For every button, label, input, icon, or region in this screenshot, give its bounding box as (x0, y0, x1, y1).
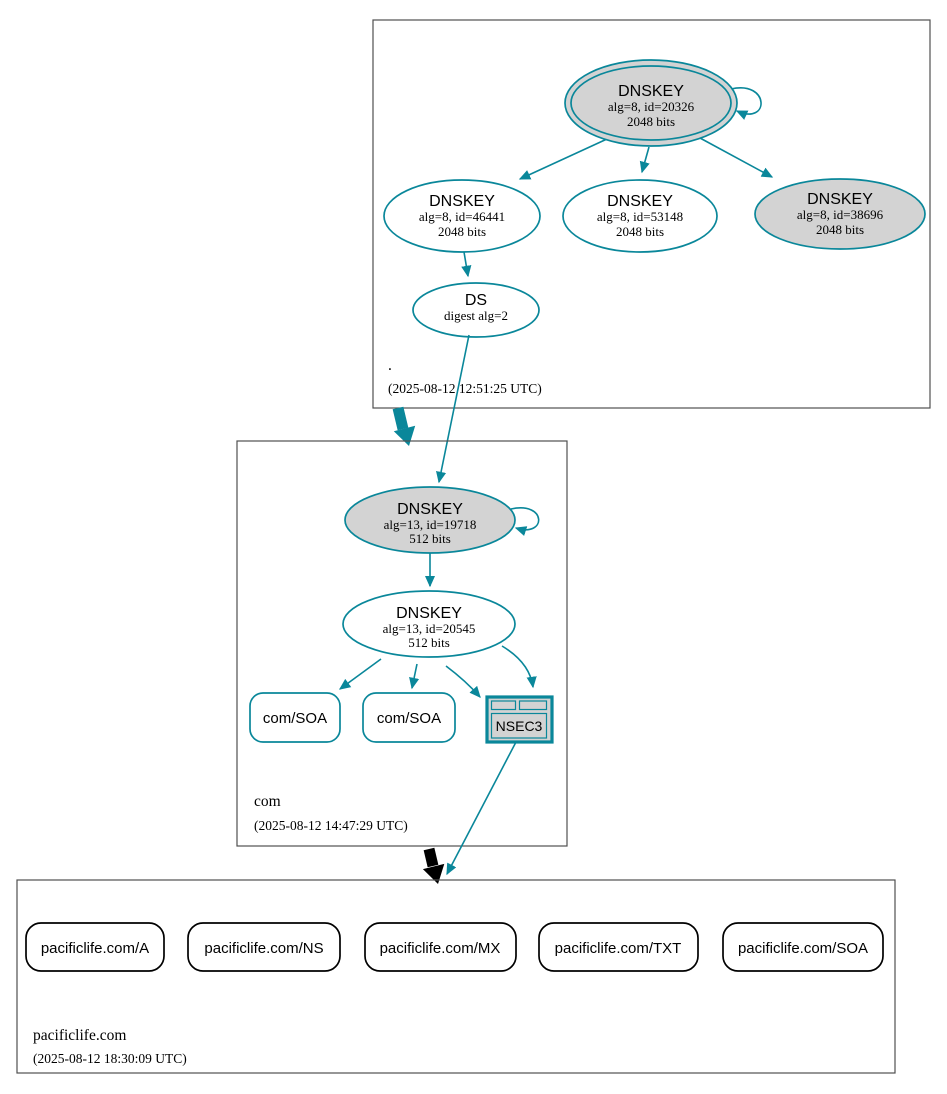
node-com-nsec3[interactable]: NSEC3 (485, 695, 554, 744)
root-key46441-size: 2048 bits (438, 224, 486, 239)
root-key53148-ellipse (562, 179, 718, 253)
edge-root-ksk-self-sign (730, 87, 762, 120)
com-soa2-label: com/SOA (377, 710, 441, 727)
root-ksk-detail: alg=8, id=20326 (608, 99, 695, 114)
com-ksk-ellipse (344, 486, 516, 554)
edge-com-zsk-to-soa1 (338, 658, 382, 690)
root-key38696-ellipse (754, 178, 926, 250)
edge-com-zsk-to-soa2 (409, 663, 420, 690)
zone-label-root: . (388, 357, 392, 374)
edge-root-ksk-to-key53148 (639, 146, 650, 174)
edge-com-zsk-to-nsec3-right (501, 645, 537, 689)
root-ds-ellipse (412, 282, 540, 338)
pacificlife-mx-label: pacificlife.com/MX (380, 940, 501, 957)
node-root-ds[interactable]: DS digest alg=2 (412, 282, 540, 338)
pacificlife-ns-label: pacificlife.com/NS (204, 940, 323, 957)
nsec3-label-cell (490, 712, 548, 739)
edge-com-ksk-self-sign (510, 507, 540, 537)
zone-timestamp-pacificlife: (2025-08-12 18:30:09 UTC) (33, 1051, 187, 1066)
zone-label-pacificlife: pacificlife.com (33, 1027, 126, 1044)
node-pacificlife-ns[interactable]: pacificlife.com/NS (187, 922, 341, 972)
zone-box-root (372, 19, 931, 409)
com-zsk-title: DNSKEY (396, 605, 462, 622)
root-key46441-ellipse (383, 179, 541, 253)
root-key46441-title: DNSKEY (429, 193, 495, 210)
delegation-arrow-root-com-shaft (392, 406, 409, 431)
root-key38696-size: 2048 bits (816, 222, 864, 237)
root-key46441-detail: alg=8, id=46441 (419, 209, 505, 224)
root-key53148-detail: alg=8, id=53148 (597, 209, 683, 224)
node-root-dnskey-20326[interactable]: DNSKEY alg=8, id=20326 2048 bits (564, 59, 738, 147)
com-zsk-detail: alg=13, id=20545 (383, 621, 476, 636)
node-com-soa-2[interactable]: com/SOA (362, 692, 456, 743)
root-key38696-title: DNSKEY (807, 191, 873, 208)
zone-label-com: com (254, 793, 281, 810)
pacificlife-mx-rect (364, 922, 517, 972)
node-com-soa-1[interactable]: com/SOA (249, 692, 341, 743)
edge-com-zsk-to-nsec3-left (445, 665, 481, 698)
node-com-dnskey-19718[interactable]: DNSKEY alg=13, id=19718 512 bits (344, 486, 516, 554)
pacificlife-soa-label: pacificlife.com/SOA (738, 940, 868, 957)
root-ds-title: DS (465, 292, 487, 309)
edge-key46441-to-ds (461, 251, 472, 278)
com-ksk-size: 512 bits (409, 531, 451, 546)
delegation-arrow-root-com-head (393, 425, 416, 446)
pacificlife-txt-rect (538, 922, 699, 972)
delegation-arrow-com-pacificlife-shaft (423, 847, 439, 868)
node-pacificlife-mx[interactable]: pacificlife.com/MX (364, 922, 517, 972)
zone-box-pacificlife (16, 879, 896, 1074)
com-zsk-ellipse (342, 590, 516, 658)
root-ds-detail: digest alg=2 (444, 308, 508, 323)
root-key38696-detail: alg=8, id=38696 (797, 207, 884, 222)
zone-timestamp-com: (2025-08-12 14:47:29 UTC) (254, 818, 408, 833)
pacificlife-ns-rect (187, 922, 341, 972)
com-ksk-detail: alg=13, id=19718 (384, 517, 477, 532)
root-ksk-outer-ellipse (564, 59, 738, 147)
pacificlife-txt-label: pacificlife.com/TXT (555, 940, 682, 957)
nsec3-label: NSEC3 (496, 718, 543, 734)
pacificlife-a-rect (25, 922, 165, 972)
edge-root-ksk-to-key38696 (699, 137, 774, 178)
pacificlife-soa-rect (722, 922, 884, 972)
node-root-dnskey-38696[interactable]: DNSKEY alg=8, id=38696 2048 bits (754, 178, 926, 250)
node-root-dnskey-53148[interactable]: DNSKEY alg=8, id=53148 2048 bits (562, 179, 718, 253)
root-key53148-size: 2048 bits (616, 224, 664, 239)
nsec3-cell-right (518, 700, 548, 711)
pacificlife-a-label: pacificlife.com/A (41, 940, 149, 957)
delegation-arrow-com-pacificlife-head (422, 863, 445, 884)
root-ksk-inner-ellipse (570, 65, 732, 141)
root-key53148-title: DNSKEY (607, 193, 673, 210)
node-root-dnskey-46441[interactable]: DNSKEY alg=8, id=46441 2048 bits (383, 179, 541, 253)
node-pacificlife-a[interactable]: pacificlife.com/A (25, 922, 165, 972)
edge-ds-to-com-ksk (436, 334, 470, 484)
com-soa1-rect (249, 692, 341, 743)
com-zsk-size: 512 bits (408, 635, 450, 650)
edge-nsec3-to-pacificlife (446, 741, 517, 876)
com-soa1-label: com/SOA (263, 710, 327, 727)
nsec3-cell-left (490, 700, 517, 711)
root-ksk-size: 2048 bits (627, 114, 675, 129)
node-pacificlife-soa[interactable]: pacificlife.com/SOA (722, 922, 884, 972)
edge-root-ksk-to-key46441 (518, 138, 608, 180)
com-soa2-rect (362, 692, 456, 743)
zone-timestamp-root: (2025-08-12 12:51:25 UTC) (388, 381, 542, 396)
com-ksk-title: DNSKEY (397, 501, 463, 518)
root-ksk-title: DNSKEY (618, 83, 684, 100)
node-com-dnskey-20545[interactable]: DNSKEY alg=13, id=20545 512 bits (342, 590, 516, 658)
node-pacificlife-txt[interactable]: pacificlife.com/TXT (538, 922, 699, 972)
zone-box-com (236, 440, 568, 847)
